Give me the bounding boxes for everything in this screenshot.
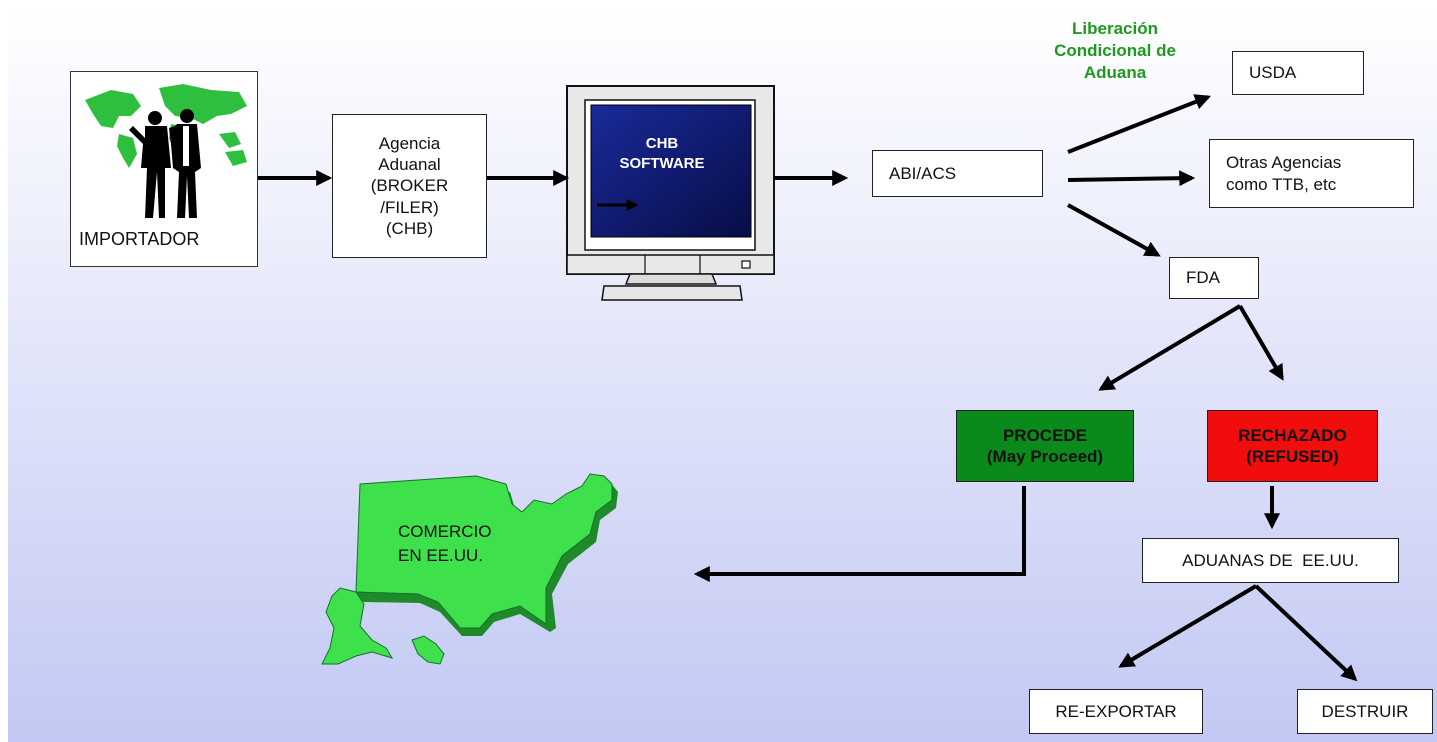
- refused-line: (REFUSED): [1246, 447, 1339, 466]
- conditional-release-label: Liberación Condicional de Aduana: [1010, 18, 1220, 84]
- commerce-line: EN EE.UU.: [398, 545, 484, 565]
- broker-line: Agencia: [378, 133, 441, 153]
- release-line: Condicional de: [1054, 41, 1176, 61]
- fda-label: FDA: [1186, 268, 1220, 288]
- broker-line: Aduanal: [378, 155, 441, 175]
- other-agencies-box: Otras Agencias como TTB, etc: [1209, 139, 1414, 208]
- release-line: Aduana: [1083, 63, 1147, 83]
- reexport-box: RE-EXPORTAR: [1029, 689, 1203, 734]
- software-line: CHB: [645, 135, 679, 152]
- destroy-label: DESTRUIR: [1321, 701, 1409, 721]
- commerce-line: COMERCIO: [398, 522, 492, 541]
- reexport-label: RE-EXPORTAR: [1055, 701, 1177, 721]
- abi-acs-box: ABI/ACS: [872, 150, 1043, 197]
- us-customs-label: ADUANAS DE EE.UU.: [1182, 550, 1359, 570]
- refused-line: RECHAZADO: [1238, 425, 1347, 445]
- proceed-box: PROCEDE (May Proceed): [956, 410, 1134, 482]
- software-label: CHB SOFTWARE: [592, 134, 732, 173]
- computer-monitor-icon: [566, 85, 775, 301]
- broker-line: (CHB): [385, 218, 434, 238]
- us-customs-box: ADUANAS DE EE.UU.: [1142, 538, 1399, 583]
- other-agencies-line: Otras Agencias: [1226, 153, 1342, 173]
- flow-arrows: [258, 94, 1358, 682]
- proceed-line: (May Proceed): [986, 447, 1104, 466]
- importer-box: IMPORTADOR: [70, 71, 258, 267]
- software-line: SOFTWARE: [619, 154, 705, 172]
- usa-map-icon: [321, 473, 618, 665]
- broker-line: /FILER): [380, 197, 439, 217]
- broker-box: Agencia Aduanal (BROKER /FILER) (CHB): [332, 114, 487, 258]
- abi-acs-label: ABI/ACS: [889, 163, 957, 183]
- refused-box: RECHAZADO (REFUSED): [1207, 410, 1378, 482]
- importer-label: IMPORTADOR: [79, 229, 200, 249]
- broker-line: (BROKER: [370, 176, 449, 196]
- commerce-label: COMERCIO EN EE.UU.: [398, 520, 492, 568]
- other-agencies-line: como TTB, etc: [1226, 174, 1337, 194]
- destroy-box: DESTRUIR: [1297, 689, 1433, 734]
- fda-box: FDA: [1169, 257, 1259, 299]
- proceed-line: PROCEDE: [1002, 425, 1088, 445]
- world-map-businessmen-icon: [85, 84, 247, 218]
- usda-label: USDA: [1249, 63, 1297, 83]
- release-line: Liberación: [1072, 19, 1158, 38]
- usda-box: USDA: [1232, 51, 1364, 95]
